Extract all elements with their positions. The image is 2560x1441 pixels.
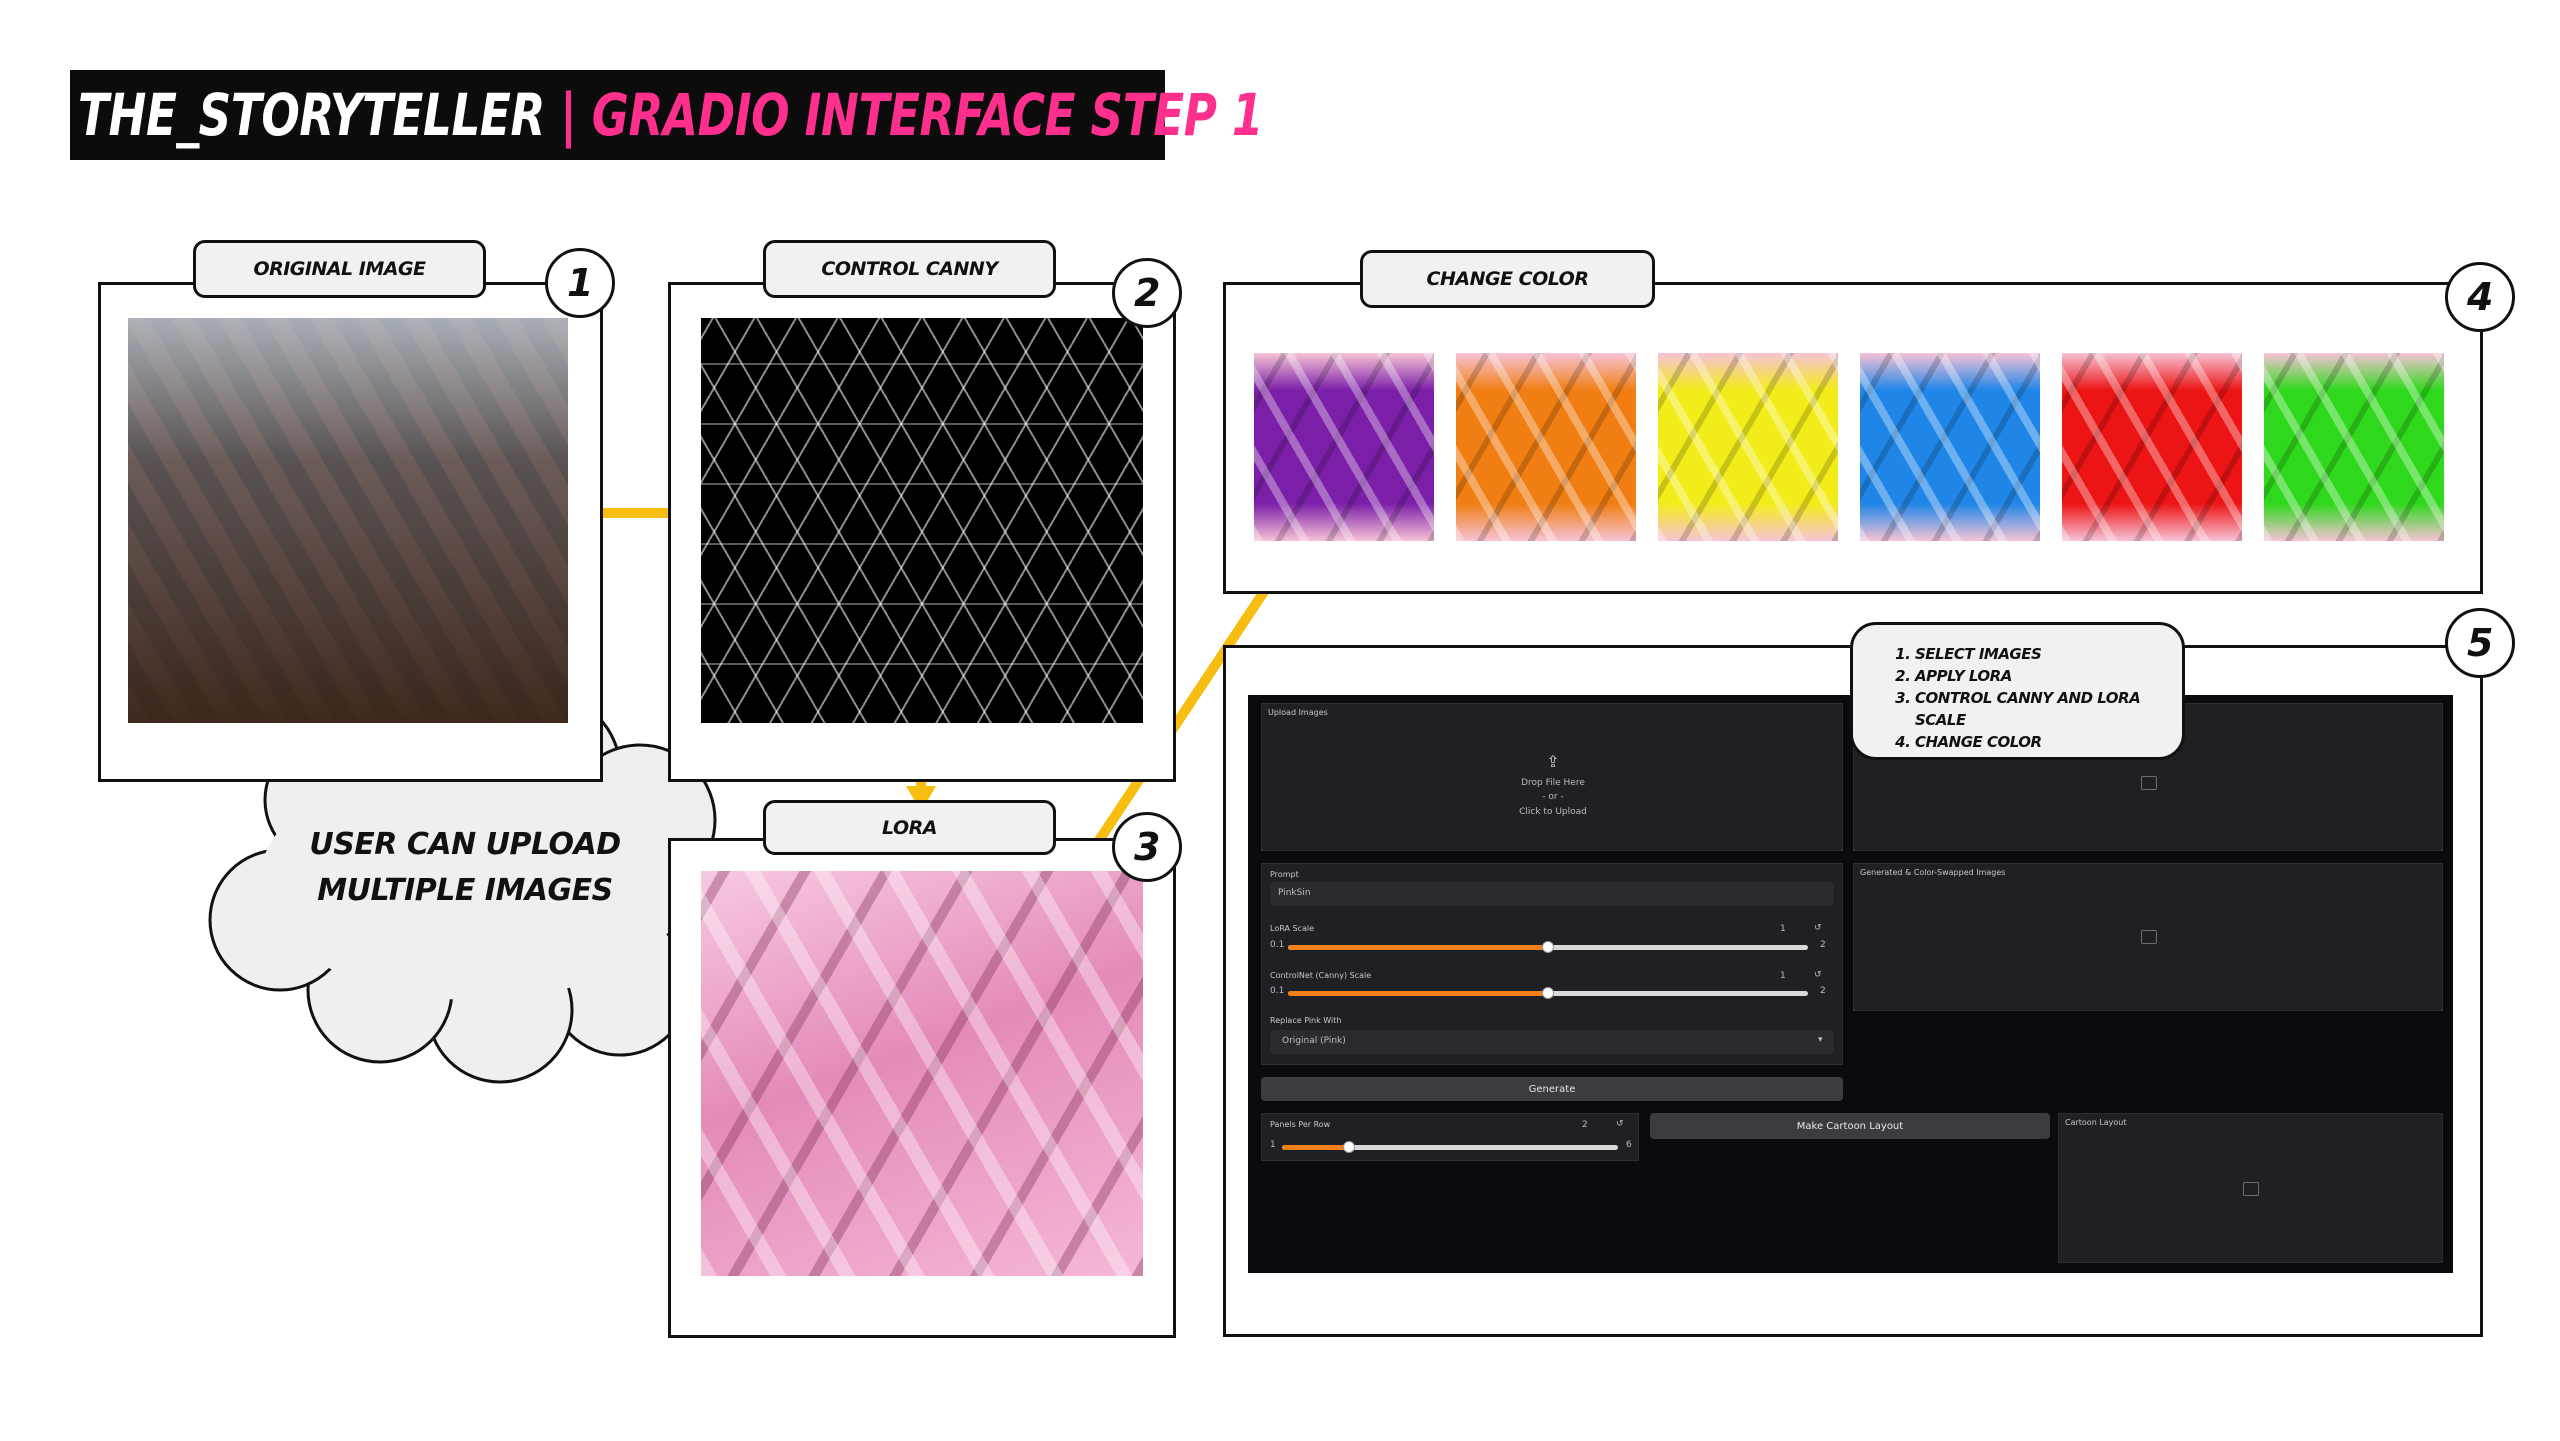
thought-cloud-fill	[260, 760, 690, 1000]
replace-pink-selected: Original (Pink)	[1282, 1036, 1346, 1046]
controlnet-scale-value[interactable]: 1	[1780, 971, 1786, 981]
lora-scale-label: LoRA Scale	[1270, 924, 1314, 933]
original-image-frame	[98, 282, 603, 782]
swatch-red	[2062, 353, 2242, 541]
arrow-2-to-3-head	[906, 786, 936, 812]
step-2-badge: 2	[1112, 258, 1182, 328]
panels-per-row-min: 1	[1270, 1140, 1276, 1150]
panels-per-row-max: 6	[1626, 1140, 1632, 1150]
lora-scale-knob[interactable]	[1542, 941, 1554, 953]
controlnet-scale-knob[interactable]	[1542, 987, 1554, 999]
click-upload-text: Click to Upload	[1519, 807, 1587, 817]
prompt-value: PinkSin	[1278, 888, 1311, 898]
settings-panel: Prompt PinkSin LoRA Scale 1 ↺ 0.1 2 Cont…	[1261, 863, 1843, 1065]
gallery-panel: Generated & Color-Swapped Images	[1853, 863, 2443, 1011]
panels-per-row-reset-icon[interactable]: ↺	[1616, 1119, 1624, 1129]
gallery-placeholder-icon	[2141, 930, 2157, 944]
panels-per-row-value[interactable]: 2	[1582, 1120, 1588, 1130]
cloud-note-line1: USER CAN UPLOAD	[309, 827, 621, 862]
steps-list-item: CHANGE COLOR	[1915, 731, 2182, 753]
swatch-purple	[1254, 353, 1434, 541]
replace-pink-dropdown[interactable]: Original (Pink) ▾	[1270, 1030, 1834, 1054]
arrow-3-to-4	[1073, 557, 1290, 875]
lora-label: LORA	[763, 800, 1056, 855]
panels-per-row-panel: Panels Per Row 2 ↺ 1 6	[1261, 1113, 1639, 1161]
step-5-badge: 5	[2445, 608, 2515, 678]
cloud-note-line2: MULTIPLE IMAGES	[317, 873, 613, 908]
steps-list-item: CONTROL CANNY AND LORA SCALE	[1915, 687, 2182, 731]
panels-per-row-knob[interactable]	[1343, 1141, 1356, 1153]
control-canny-label: CONTROL CANNY	[763, 240, 1056, 298]
or-text: - or -	[1542, 792, 1564, 802]
generate-button[interactable]: Generate	[1261, 1077, 1843, 1101]
panels-per-row-label: Panels Per Row	[1270, 1120, 1331, 1129]
make-cartoon-layout-button[interactable]: Make Cartoon Layout	[1650, 1113, 2050, 1139]
cartoon-placeholder-icon	[2243, 1182, 2259, 1196]
lora-scale-max: 2	[1820, 940, 1826, 950]
image-placeholder-icon	[2141, 776, 2157, 790]
replace-pink-label: Replace Pink With	[1270, 1016, 1342, 1025]
change-color-label: CHANGE COLOR	[1360, 250, 1655, 308]
step-4-badge: 4	[2445, 262, 2515, 332]
canny-image	[701, 318, 1143, 723]
gallery-label: Generated & Color-Swapped Images	[1860, 868, 2006, 877]
panels-per-row-slider[interactable]	[1282, 1145, 1618, 1150]
upload-images-label: Upload Images	[1268, 708, 1328, 717]
title-main: THE_STORYTELLER	[78, 81, 545, 149]
controlnet-scale-max: 2	[1820, 986, 1826, 996]
swatch-green	[2264, 353, 2444, 541]
title-banner: THE_STORYTELLER | GRADIO INTERFACE STEP …	[70, 70, 1263, 160]
steps-list-item: SELECT IMAGES	[1915, 643, 2182, 665]
controlnet-scale-fill	[1288, 991, 1548, 996]
drop-file-text: Drop File Here	[1521, 778, 1585, 788]
lora-image	[701, 871, 1143, 1276]
lora-frame	[668, 838, 1176, 1338]
gradio-app: Upload Images ⇪ Drop File Here - or - Cl…	[1248, 695, 2453, 1273]
controlnet-scale-reset-icon[interactable]: ↺	[1814, 970, 1822, 980]
change-color-frame	[1223, 282, 2483, 594]
swatch-yellow	[1658, 353, 1838, 541]
title-sub: | GRADIO INTERFACE STEP 1	[560, 81, 1263, 149]
upload-icon: ⇪	[1546, 752, 1560, 771]
upload-images-dropzone[interactable]: Upload Images ⇪ Drop File Here - or - Cl…	[1261, 703, 1843, 851]
lora-scale-fill	[1288, 945, 1548, 950]
cloud-note: USER CAN UPLOAD MULTIPLE IMAGES	[300, 822, 630, 914]
original-image	[128, 318, 568, 723]
lora-scale-min: 0.1	[1270, 940, 1285, 950]
cartoon-layout-label: Cartoon Layout	[2065, 1118, 2127, 1127]
control-canny-frame	[668, 282, 1176, 782]
panels-per-row-fill	[1282, 1145, 1350, 1150]
swatch-blue	[1860, 353, 2040, 541]
lora-scale-reset-icon[interactable]: ↺	[1814, 923, 1822, 933]
steps-list-item: APPLY LORA	[1915, 665, 2182, 687]
prompt-label: Prompt	[1270, 870, 1299, 879]
controlnet-scale-label: ControlNet (Canny) Scale	[1270, 971, 1372, 980]
steps-list: SELECT IMAGES APPLY LORA CONTROL CANNY A…	[1879, 643, 2182, 753]
controlnet-scale-min: 0.1	[1270, 986, 1285, 996]
step-1-badge: 1	[545, 248, 615, 318]
original-image-label: ORIGINAL IMAGE	[193, 240, 486, 298]
speech-bubble: SELECT IMAGES APPLY LORA CONTROL CANNY A…	[1850, 622, 2185, 760]
swatch-orange	[1456, 353, 1636, 541]
lora-scale-value[interactable]: 1	[1780, 924, 1786, 934]
chevron-down-icon: ▾	[1818, 1035, 1823, 1045]
cartoon-layout-panel: Cartoon Layout	[2058, 1113, 2443, 1263]
step-3-badge: 3	[1112, 812, 1182, 882]
prompt-input[interactable]: PinkSin	[1270, 882, 1834, 906]
